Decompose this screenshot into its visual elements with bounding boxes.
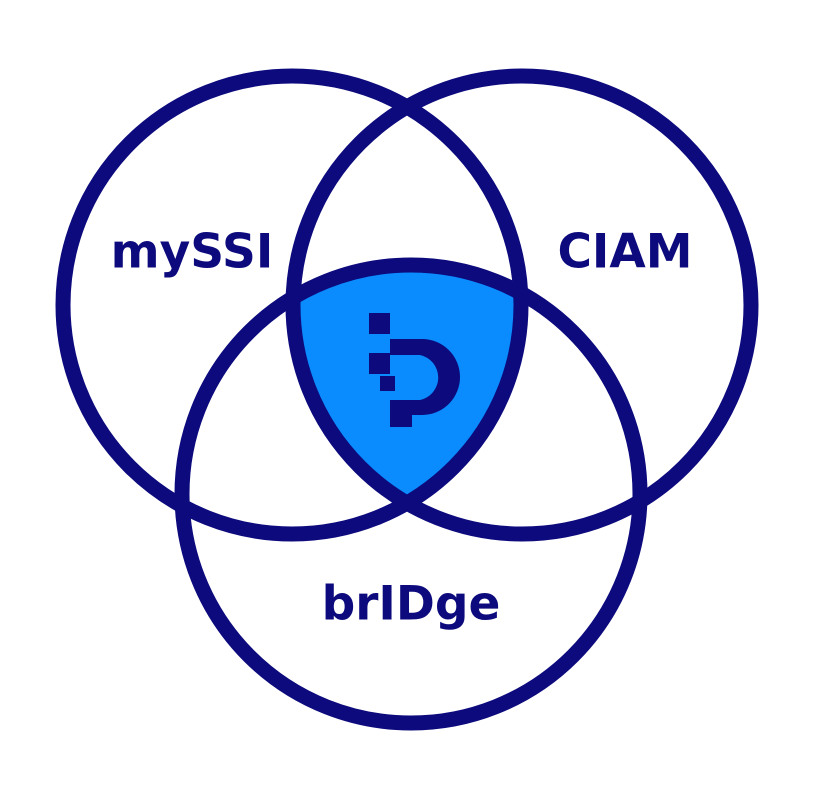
set-label-myssi: mySSI (111, 225, 274, 280)
set-circle-myssi (55, 68, 529, 542)
logo-square-small (380, 376, 395, 391)
logo-square-top (369, 313, 390, 334)
set-label-ciam: CIAM (557, 225, 692, 280)
set-label-bridge: brIDge (322, 577, 501, 632)
set-circle-bridge (174, 257, 648, 731)
id-logo-icon (369, 313, 460, 427)
logo-d-shape (390, 339, 460, 427)
logo-square-mid (369, 353, 390, 374)
